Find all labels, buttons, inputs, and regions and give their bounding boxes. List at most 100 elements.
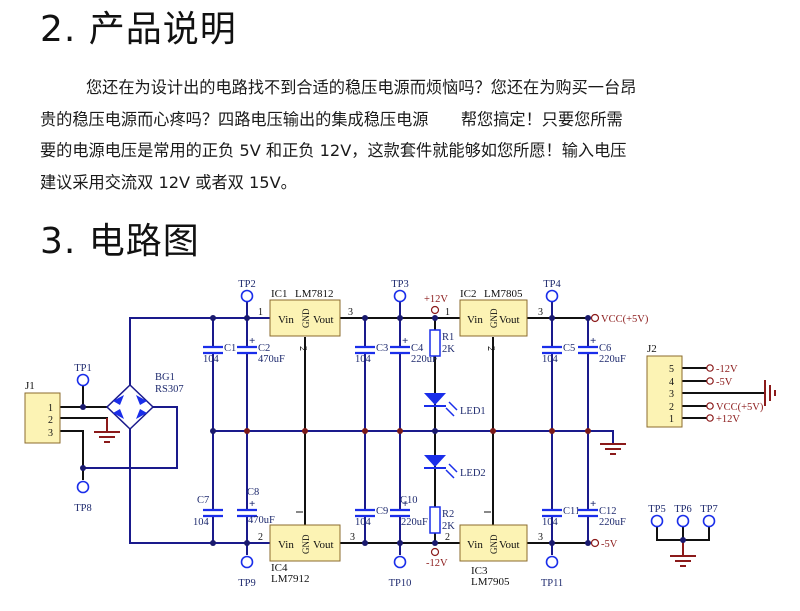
- testpoint-tp8: TP8: [74, 480, 92, 514]
- diode-icon: [136, 409, 147, 419]
- junction-dot: [549, 315, 555, 321]
- testpoint-tp4: TP4: [543, 279, 561, 303]
- led-2: LED2: [424, 455, 486, 479]
- regulator-ic3: Vin Vout GND IC3 LM7905 2 3: [445, 511, 543, 588]
- junction-dot: [432, 428, 438, 434]
- ic4-part: LM7912: [271, 573, 310, 585]
- diode-icon: [113, 409, 124, 419]
- wire-ground-rail: [213, 430, 614, 443]
- testpoint-label: TP1: [74, 363, 92, 374]
- junction-dot: [397, 428, 403, 434]
- led-1: LED1: [424, 393, 486, 417]
- j2-label: J2: [647, 343, 657, 355]
- connector-j1: J1 1 2 3: [24, 380, 61, 444]
- testpoint-tp7: TP7: [700, 504, 718, 528]
- section-2-title: 2. 产品说明: [40, 9, 237, 50]
- j1-pin-1: 1: [48, 403, 53, 414]
- resistor-r1: R1 2K: [429, 329, 455, 357]
- capacitor-value: 470uF: [248, 515, 275, 526]
- j2-net-1: +12V: [716, 414, 740, 425]
- net-vcc-label: VCC(+5V): [601, 314, 649, 325]
- testpoint-label: TP5: [648, 504, 666, 515]
- description-line-1: 您还在为设计出的电路找不到合适的稳压电源而烦恼吗？您还在为购买一台昂: [86, 78, 637, 97]
- capacitor-ref: C4: [411, 343, 424, 354]
- capacitor-ref: C8: [247, 487, 259, 498]
- junction-dot: [432, 315, 438, 321]
- j2-pin-2: 2: [669, 402, 674, 413]
- capacitor-ref: C6: [599, 343, 611, 354]
- junction-dot: [302, 428, 308, 434]
- junction-dot: [210, 428, 216, 434]
- ic4-pin-in: 2: [258, 532, 263, 543]
- capacitor-value: 104: [203, 354, 220, 365]
- net-minus12v: -12V: [426, 547, 448, 569]
- testpoint-label: TP6: [674, 504, 692, 515]
- testpoint-tp6: TP6: [674, 504, 692, 528]
- capacitor-value: 220uF: [401, 517, 428, 528]
- ic1-vout: Vout: [313, 314, 334, 326]
- junction-dot: [362, 540, 368, 546]
- ic1-pin-gnd: 2: [297, 346, 308, 351]
- testpoint-icon: [240, 289, 254, 303]
- capacitor-c9: C9 104: [355, 506, 388, 528]
- ic1-ref: IC1: [271, 288, 288, 300]
- testpoint-label: TP3: [391, 279, 409, 290]
- capacitor-ref: C11: [563, 506, 580, 517]
- testpoint-icon: [702, 514, 716, 528]
- testpoint-tp2: TP2: [238, 279, 256, 303]
- description-line-2: 贵的稳压电源而心疼吗？四路电压输出的集成稳压电源 帮您搞定！只要您所需: [40, 109, 623, 129]
- led1-label: LED1: [460, 406, 486, 417]
- junction-dot: [397, 315, 403, 321]
- polarity-plus-icon: +: [249, 335, 255, 347]
- capacitor-value: 104: [355, 517, 372, 528]
- description-line-3: 要的电源电压是常用的正负 5V 和正负 12V，这款套件就能够如您所愿！输入电压: [40, 141, 627, 160]
- junction-dot: [585, 540, 591, 546]
- junction-dot: [244, 428, 250, 434]
- capacitor-ref: C5: [563, 343, 575, 354]
- testpoint-tp5: TP5: [648, 504, 666, 528]
- junction-dot: [244, 315, 250, 321]
- ic3-pin-in: 2: [445, 532, 450, 543]
- j2-pin-4: 4: [669, 377, 674, 388]
- capacitor-ref: C7: [197, 495, 209, 506]
- capacitor-ref: C12: [599, 506, 617, 517]
- j2-pin-1: 1: [669, 414, 674, 425]
- ic3-vin: Vin: [467, 539, 483, 551]
- j1-label: J1: [25, 380, 35, 392]
- regulator-ic1: Vin Vout GND IC1 LM7812 1 3 2: [258, 288, 353, 351]
- junction-dot: [210, 315, 216, 321]
- junction-dot: [210, 540, 216, 546]
- wire-j1-pin2: [60, 417, 108, 430]
- junction-dot: [585, 428, 591, 434]
- diode-icon: [113, 395, 124, 405]
- j2-net-4: -5V: [716, 377, 733, 388]
- junction-dot: [244, 540, 250, 546]
- testpoint-icon: [393, 289, 407, 303]
- testpoint-tp1: TP1: [74, 363, 92, 387]
- junction-dot: [80, 465, 86, 471]
- ic2-ref: IC2: [460, 288, 477, 300]
- capacitor-value: 104: [355, 354, 372, 365]
- net-plus12v-label: +12V: [424, 294, 448, 305]
- capacitor-ref: C9: [376, 506, 388, 517]
- testpoint-icon: [545, 289, 559, 303]
- testpoint-label: TP2: [238, 279, 256, 290]
- ic1-vin: Vin: [278, 314, 294, 326]
- junction-dot: [432, 540, 438, 546]
- ic2-pin-out: 3: [538, 307, 543, 318]
- testpoint-icon: [76, 373, 90, 387]
- diode-icon: [136, 395, 147, 405]
- connector-j2: J2 5 4 3 2 1 -12V -5V VCC(+5V) +12V: [646, 343, 776, 428]
- polarity-plus-icon: +: [402, 498, 408, 510]
- wire-bridge-ac2: [83, 406, 178, 469]
- junction-dot: [549, 540, 555, 546]
- bridge-rectifier: BG1 RS307: [105, 372, 184, 431]
- wire-j1-pin3: [60, 430, 84, 480]
